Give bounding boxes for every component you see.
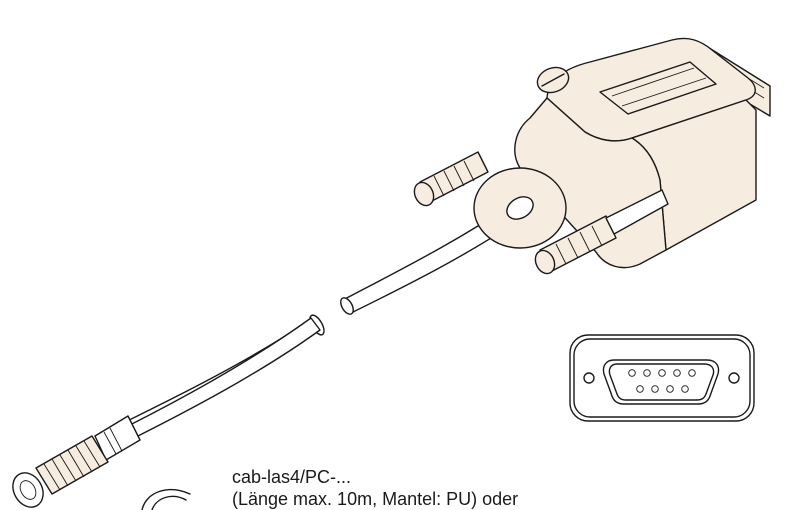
- cable-caption: cab-las4/PC-... (Länge max. 10m, Mantel:…: [232, 466, 752, 510]
- d-sub-connector-icon: [413, 37, 771, 275]
- cable-spec: (Länge max. 10m, Mantel: PU) oder: [232, 489, 519, 509]
- m8-connector-icon: [12, 415, 141, 508]
- partial-connector-icon: [141, 489, 191, 510]
- cable-segment-lower: [112, 314, 325, 443]
- cable-part-number: cab-las4/PC-...: [232, 467, 352, 487]
- pin-layout-icon: [569, 334, 755, 422]
